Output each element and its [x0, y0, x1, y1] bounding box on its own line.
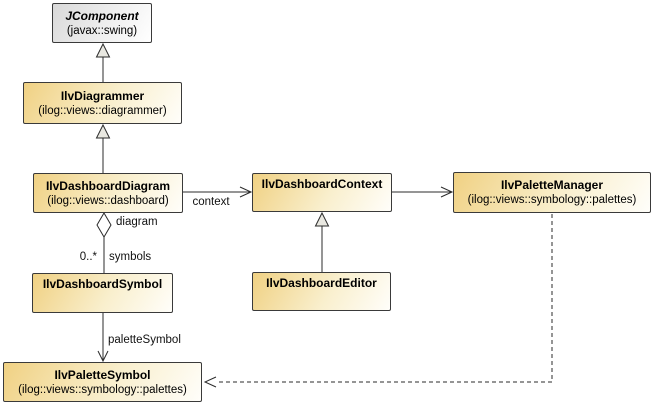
- edge-dependency-palettemanager-to-palettesymbol: [203, 214, 553, 388]
- class-title: IlvPaletteSymbol: [54, 367, 151, 382]
- class-package: (ilog::views::dashboard): [47, 194, 169, 207]
- edge-label-multiplicity: 0..*: [79, 251, 97, 263]
- edge-association-diagram-to-context: [183, 186, 253, 198]
- edge-association-symbol-to-palettesymbol: [97, 313, 109, 363]
- class-node-ilvdiagrammer[interactable]: IlvDiagrammer (ilog::views::diagrammer): [23, 82, 182, 124]
- edge-association-context-to-palettemanager: [392, 186, 454, 198]
- class-node-ilvdashboardeditor[interactable]: IlvDashboardEditor: [252, 272, 391, 311]
- class-title: IlvPaletteManager: [500, 178, 604, 192]
- class-node-ilvdashboardcontext[interactable]: IlvDashboardContext: [252, 173, 392, 212]
- edge-label-context: context: [192, 196, 230, 208]
- class-title: JComponent: [65, 8, 139, 23]
- class-package: (ilog::views::symbology::palettes): [18, 383, 187, 396]
- class-node-ilvpalettesymbol[interactable]: IlvPaletteSymbol (ilog::views::symbology…: [3, 362, 202, 402]
- edge-label-palettesymbol: paletteSymbol: [108, 334, 181, 346]
- class-package: (ilog::views::diagrammer): [38, 104, 167, 117]
- class-package: (javax::swing): [66, 24, 138, 37]
- edge-generalization-diagrammer-to-jcomponent: [95, 42, 111, 82]
- class-node-ilvdashboarddiagram[interactable]: IlvDashboardDiagram (ilog::views::dashbo…: [33, 173, 183, 213]
- class-title: IlvDashboardDiagram: [45, 178, 171, 193]
- class-node-jcomponent[interactable]: JComponent (javax::swing): [52, 3, 152, 43]
- edge-aggregation-diagram-to-symbols: [96, 212, 112, 273]
- class-node-ilvdashboardsymbol[interactable]: IlvDashboardSymbol: [32, 273, 173, 313]
- class-title: IlvDashboardContext: [261, 177, 383, 191]
- class-title: IlvDashboardSymbol: [42, 277, 163, 291]
- class-title: IlvDashboardEditor: [266, 276, 377, 290]
- class-title: IlvDiagrammer: [60, 88, 145, 103]
- edge-label-symbols: symbols: [109, 251, 152, 263]
- edge-generalization-dashboarddiagram-to-diagrammer: [95, 123, 111, 173]
- class-package: (ilog::views::symbology::palettes): [467, 194, 637, 206]
- edge-generalization-editor-to-context: [314, 211, 330, 272]
- edge-label-diagram: diagram: [116, 216, 158, 228]
- class-node-ilvpalettemanager[interactable]: IlvPaletteManager (ilog::views::symbolog…: [453, 172, 651, 213]
